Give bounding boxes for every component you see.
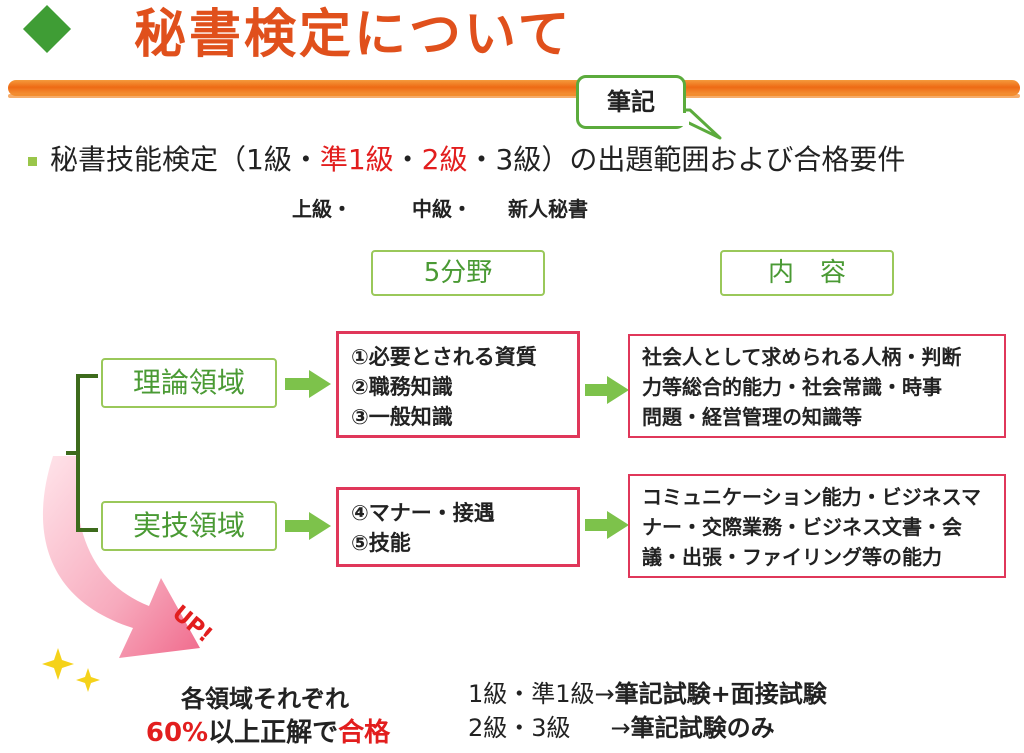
sparkle-icon bbox=[42, 648, 100, 692]
arrow-right-icon bbox=[585, 376, 629, 404]
page-title: 秘書検定について bbox=[134, 5, 573, 65]
practical-content-line-2: ナー・交際業務・ビジネス文書・会 bbox=[642, 515, 962, 539]
title-diamond-icon bbox=[22, 4, 72, 54]
level-new-secretary: 新人秘書 bbox=[508, 197, 588, 221]
theory-field-2: ②職務知識 bbox=[351, 375, 453, 399]
theory-content-line-3: 問題・経営管理の知識等 bbox=[642, 405, 862, 429]
theory-fields-box: ①必要とされる資質 ②職務知識 ③一般知識 bbox=[336, 331, 580, 438]
arrow-right-icon bbox=[585, 511, 629, 539]
arrow-right-icon bbox=[285, 370, 331, 398]
domain-theory: 理論領域 bbox=[101, 358, 277, 408]
theory-content-line-2: 力等総合的能力・社会常識・時事 bbox=[642, 375, 942, 399]
bubble-tail-cover bbox=[667, 113, 689, 126]
title-underline bbox=[8, 80, 1020, 96]
domain-practical: 実技領域 bbox=[101, 501, 277, 551]
theory-content-line-1: 社会人として求められる人柄・判断 bbox=[642, 345, 962, 369]
theory-content-box: 社会人として求められる人柄・判断 力等総合的能力・社会常識・時事 問題・経営管理… bbox=[628, 334, 1006, 438]
pass-result: 合格 bbox=[338, 718, 391, 748]
theory-field-1: ①必要とされる資質 bbox=[351, 345, 537, 369]
pass-requirement-line1: 各領域それぞれ bbox=[181, 685, 349, 713]
exam-type-1: 筆記試験+面接試験 bbox=[614, 680, 827, 708]
exam-arrow-2: → bbox=[610, 714, 631, 742]
content-header: 内 容 bbox=[720, 250, 894, 296]
exam-grade-1: 1級・準1級 bbox=[468, 680, 595, 708]
subtitle-grade-pre1: 準1級 bbox=[319, 143, 394, 176]
exam-row-2: 2級・3級 →筆記試験のみ bbox=[468, 712, 775, 744]
subtitle: 秘書技能検定（1級・準1級・2級・3級）の出題範囲および合格要件 bbox=[50, 138, 905, 182]
exam-grade-2: 2級・3級 bbox=[468, 714, 571, 742]
pass-percent: 60% bbox=[145, 718, 209, 748]
fields-header: 5分野 bbox=[371, 250, 545, 296]
exam-row-1: 1級・準1級→筆記試験+面接試験 bbox=[468, 678, 827, 710]
practical-field-1: ④マナー・接遇 bbox=[351, 501, 495, 525]
title-underline-shadow bbox=[8, 94, 1020, 98]
practical-content-line-3: 議・出張・ファイリング等の能力 bbox=[642, 545, 942, 569]
pass-requirement-line2: 60%以上正解で合格 bbox=[133, 712, 403, 749]
domain-bracket bbox=[66, 374, 98, 532]
practical-content-box: コミュニケーション能力・ビジネスマ ナー・交際業務・ビジネス文書・会 議・出張・… bbox=[628, 474, 1006, 578]
subtitle-grade-2: 2級 bbox=[421, 143, 468, 176]
level-advanced: 上級・ bbox=[292, 197, 352, 221]
subtitle-separator: ・ bbox=[393, 143, 422, 176]
arrow-right-icon bbox=[285, 512, 331, 540]
bullet-icon bbox=[28, 157, 37, 166]
curved-up-arrow-icon bbox=[42, 456, 200, 658]
exam-arrow-1: → bbox=[594, 680, 615, 708]
exam-type-2: 筆記試験のみ bbox=[630, 714, 775, 742]
practical-fields-box: ④マナー・接遇 ⑤技能 bbox=[336, 487, 580, 567]
level-intermediate: 中級・ bbox=[412, 197, 472, 221]
pass-middle: 以上正解で bbox=[208, 718, 339, 748]
theory-field-3: ③一般知識 bbox=[351, 405, 453, 429]
practical-field-2: ⑤技能 bbox=[351, 531, 411, 555]
practical-content-line-1: コミュニケーション能力・ビジネスマ bbox=[642, 485, 981, 509]
subtitle-suffix: ・3級）の出題範囲および合格要件 bbox=[467, 143, 906, 176]
subtitle-prefix: 秘書技能検定（1級・ bbox=[50, 143, 320, 176]
